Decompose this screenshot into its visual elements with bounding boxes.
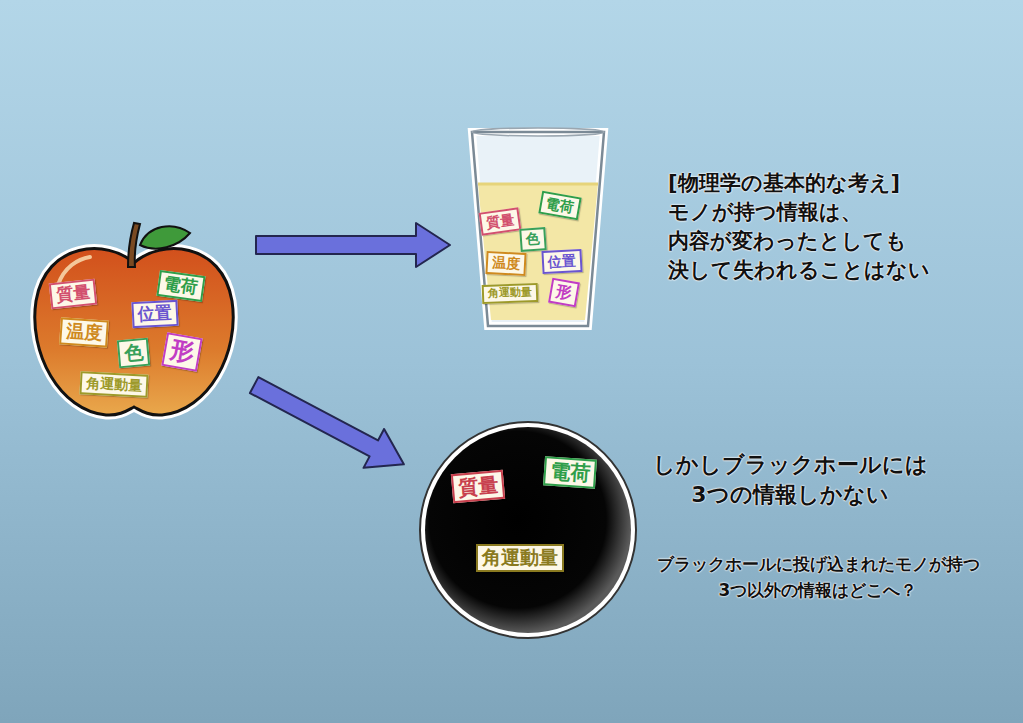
sticker-text: 質量 — [55, 282, 91, 305]
black-hole-illustration — [418, 420, 638, 640]
glass-rim — [472, 128, 604, 136]
juice — [478, 184, 598, 320]
sticker-text: 色 — [123, 341, 144, 364]
apple-halo — [35, 249, 233, 415]
sticker-text: 電荷 — [549, 460, 591, 486]
apple-body — [35, 249, 233, 415]
info-sticker: 形 — [161, 332, 202, 372]
info-sticker: 質量 — [49, 279, 97, 310]
note-text: ブラックホールに投げ込まれたモノが持つ 3つ以外の情報はどこへ？ — [640, 552, 996, 603]
info-sticker: 角運動量 — [476, 544, 564, 572]
info-sticker: 角運動量 — [482, 283, 539, 304]
sticker-text: 形 — [555, 282, 574, 303]
info-sticker: 温度 — [485, 251, 526, 276]
juice-surface — [478, 183, 598, 186]
glass-outline — [472, 132, 604, 326]
info-sticker: 色 — [519, 227, 547, 252]
sticker-text: 質量 — [457, 473, 499, 499]
glass-node: 質量 電荷色温度 位置形 角運動量 — [466, 122, 610, 334]
info-sticker: 位置 — [131, 300, 178, 328]
sticker-text: 角運動量 — [86, 375, 143, 394]
sticker-text: 位置 — [548, 252, 577, 270]
info-sticker: 温度 — [59, 317, 109, 347]
sticker-text: 位置 — [137, 303, 172, 324]
heading-note: [物理学の基本的な考え] — [668, 170, 998, 197]
apple-stem — [128, 223, 140, 267]
glass-halo — [472, 132, 604, 326]
black-hole-ring — [420, 422, 636, 638]
apple-node: 質量 電荷位置温度色 形角運動量 — [28, 215, 240, 420]
sticker-text: 形 — [168, 336, 196, 367]
info-sticker: 角運動量 — [79, 371, 148, 398]
info-sticker: 色 — [117, 338, 150, 369]
note-text: モノが持つ情報は、 内容が変わったとしても 決して失われることはない — [668, 198, 953, 285]
info-sticker: 電荷 — [543, 456, 597, 489]
info-sticker: 形 — [548, 278, 580, 307]
flow-arrow — [256, 223, 450, 267]
black-hole — [425, 427, 631, 633]
sticker-text: 電荷 — [545, 195, 575, 216]
sticker-text: 温度 — [492, 254, 521, 272]
sticker-text: 角運動量 — [482, 547, 558, 569]
sticker-text: 電荷 — [163, 274, 199, 298]
flow-arrow — [250, 377, 404, 468]
apple-leaf — [140, 226, 190, 248]
info-sticker: 位置 — [541, 249, 582, 274]
sticker-text: 角運動量 — [488, 286, 532, 300]
sticker-text: 温度 — [65, 321, 102, 344]
sticker-text: 質量 — [485, 211, 515, 231]
black-hole-node: 質量 電荷角運動量 — [418, 420, 638, 640]
info-sticker: 質量 — [451, 470, 505, 503]
sticker-text: 色 — [525, 231, 540, 248]
note-text: しかしブラックホールには 3つの情報しかない — [640, 450, 940, 509]
